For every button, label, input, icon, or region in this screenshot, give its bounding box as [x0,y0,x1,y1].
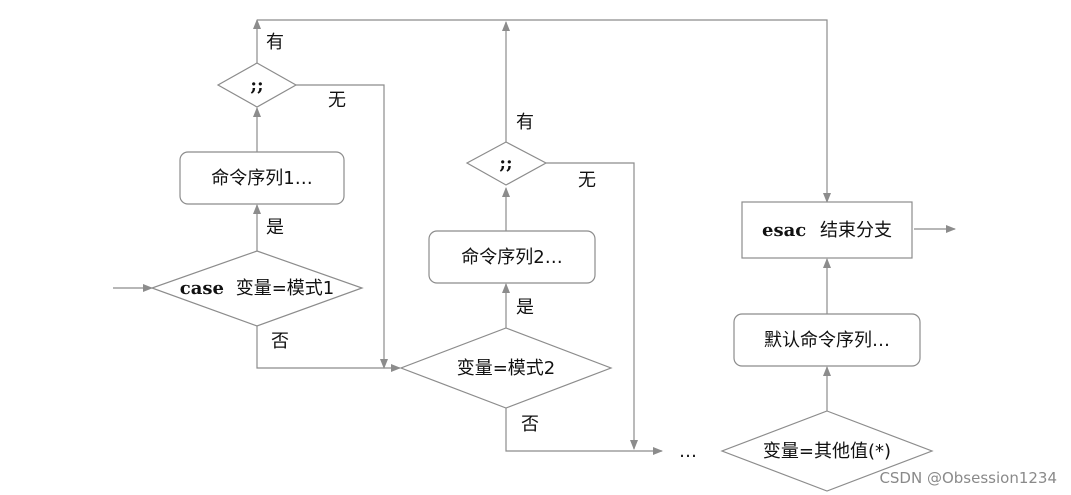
label-yes-1: 是 [266,217,284,238]
ellipsis-text: … [679,441,697,462]
semi-diamond-1: ;; [216,62,298,108]
default-cmd-label: 默认命令序列… [764,330,890,351]
default-cond-label: 变量=其他值(*) [763,441,891,462]
case-label: case 变量=模式1 [180,278,335,299]
esac-box: esac 结束分支 [741,201,913,259]
label-no-1: 无 [328,90,346,111]
esac-label: esac 结束分支 [762,220,892,241]
semi-diamond-1-label: ;; [250,75,263,96]
case-keyword: case [180,278,224,299]
default-cmd-box: 默认命令序列… [733,313,921,367]
label-no-2: 无 [578,170,596,191]
edge-semi1-no [296,84,388,369]
semi-diamond-2-label: ;; [499,153,512,174]
cond2-diamond: 变量=模式2 [399,327,613,409]
cmd1-box: 命令序列1… [179,151,345,205]
esac-keyword: esac [762,220,806,241]
edge-cond2-no [505,408,663,455]
semi-diamond-2: ;; [465,141,548,186]
edge-semi2-no [546,162,638,450]
default-cond-diamond: 变量=其他值(*) [720,410,934,492]
watermark-text: CSDN @Obsession1234 [879,469,1057,487]
label-yes-top2: 有 [516,112,534,133]
cmd2-label: 命令序列2… [461,247,562,268]
label-yes-top1: 有 [266,32,284,53]
case-condition: 变量=模式1 [236,278,335,299]
cond2-label: 变量=模式2 [457,358,556,379]
label-no-cond2: 否 [521,414,539,435]
label-no-case: 否 [271,331,289,352]
edge-top-to-esac [257,19,831,203]
label-yes-2: 是 [516,297,534,318]
case-diamond: case 变量=模式1 [150,250,364,327]
cmd2-box: 命令序列2… [428,230,596,284]
esac-rest: 结束分支 [820,220,892,241]
edge-case-no [256,326,401,372]
cmd1-label: 命令序列1… [211,168,312,189]
